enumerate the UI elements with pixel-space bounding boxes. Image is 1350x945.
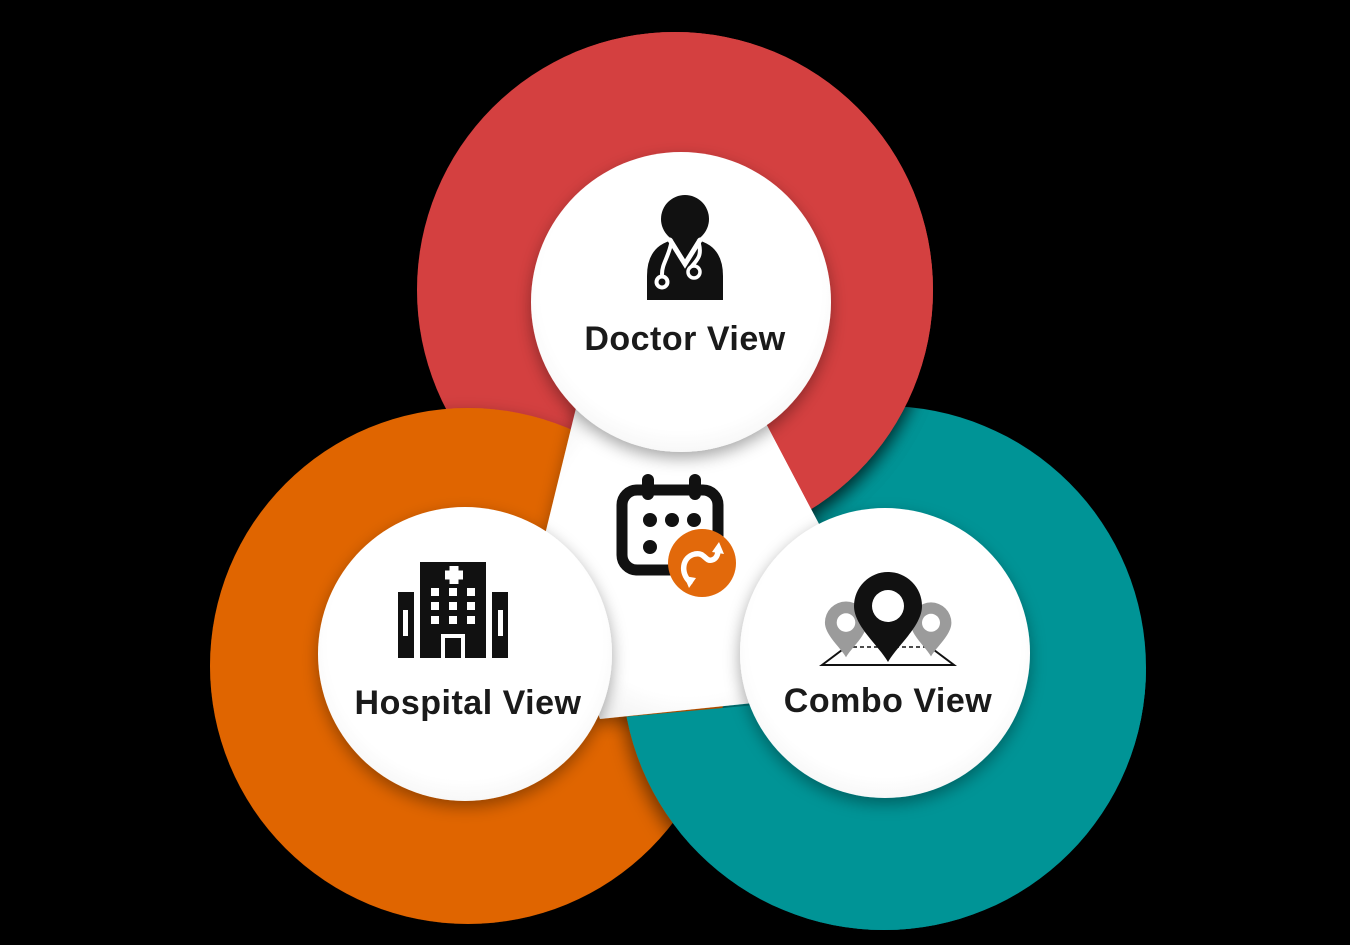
calendar-icon bbox=[616, 474, 736, 597]
doctor-icon bbox=[647, 195, 723, 300]
hospital-building-icon bbox=[398, 562, 508, 658]
hospital-view-label: Hospital View bbox=[355, 684, 582, 722]
main-pin-icon bbox=[854, 572, 922, 662]
combo-view-label: Combo View bbox=[784, 682, 992, 720]
sync-swap-arrows-icon bbox=[668, 529, 736, 597]
map-pins-icon bbox=[819, 572, 957, 666]
doctor-view-label: Doctor View bbox=[584, 320, 785, 358]
doctor-inner-circle bbox=[531, 152, 831, 452]
side-pin-right-icon bbox=[910, 602, 952, 657]
